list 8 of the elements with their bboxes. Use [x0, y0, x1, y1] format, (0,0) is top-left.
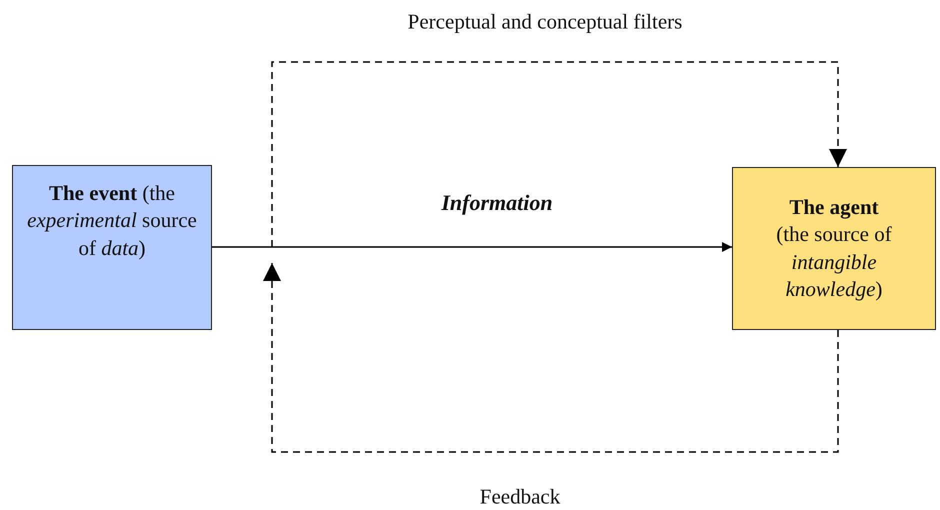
process-box	[12, 165, 212, 330]
process-box	[732, 167, 936, 330]
box-text: The event (the experimental source of data)	[26, 180, 198, 262]
dashed-arrow	[271, 61, 847, 247]
box-heading: The agent	[789, 194, 879, 221]
arrow	[212, 242, 732, 252]
box-text: (the source of intangible knowledge)	[775, 221, 893, 303]
dashed-arrow	[263, 263, 839, 453]
